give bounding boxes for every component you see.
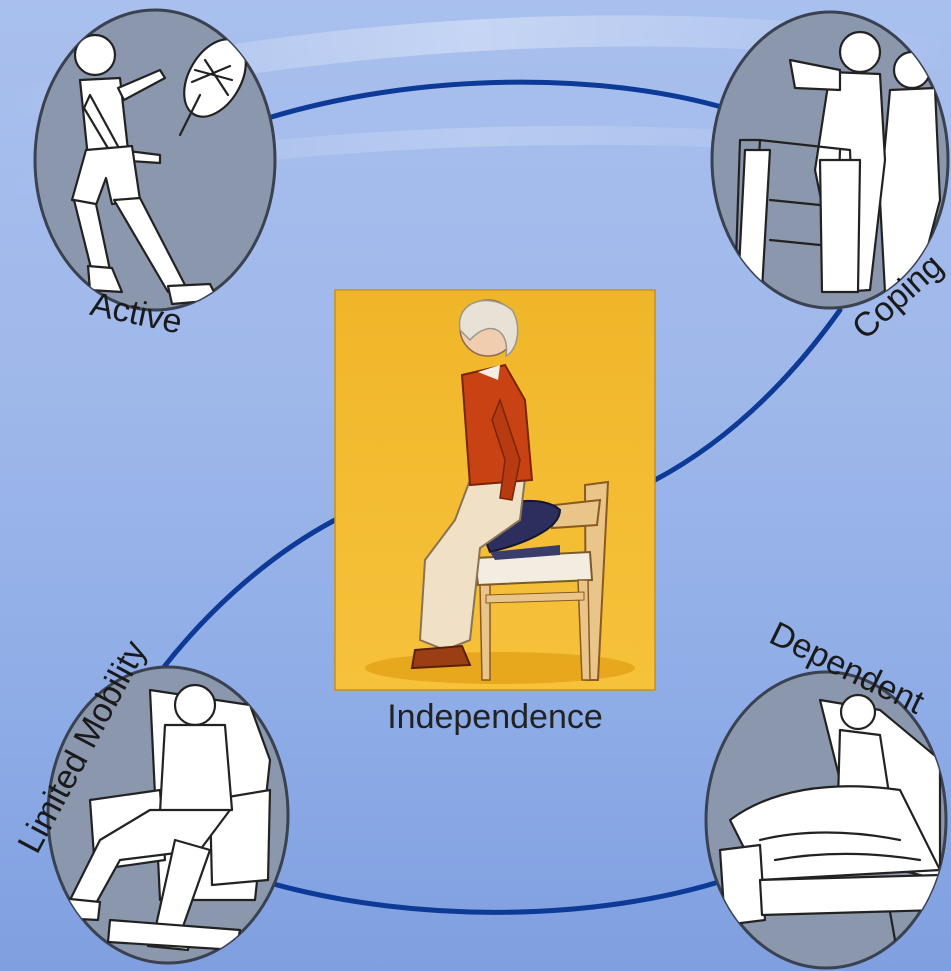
- stage-active: Active: [35, 10, 275, 341]
- loop-right-arc: [655, 310, 840, 480]
- stage-independence: [335, 290, 655, 690]
- stage-coping: Coping: [712, 12, 950, 347]
- loop-left-arc: [160, 520, 335, 672]
- loop-bottom-arc: [270, 880, 725, 912]
- stage-limited-mobility: Limited Mobility: [11, 634, 288, 963]
- stage-dependent: Dependent: [706, 615, 946, 968]
- loop-top-arc: [268, 82, 725, 118]
- independence-label: Independence: [387, 698, 603, 736]
